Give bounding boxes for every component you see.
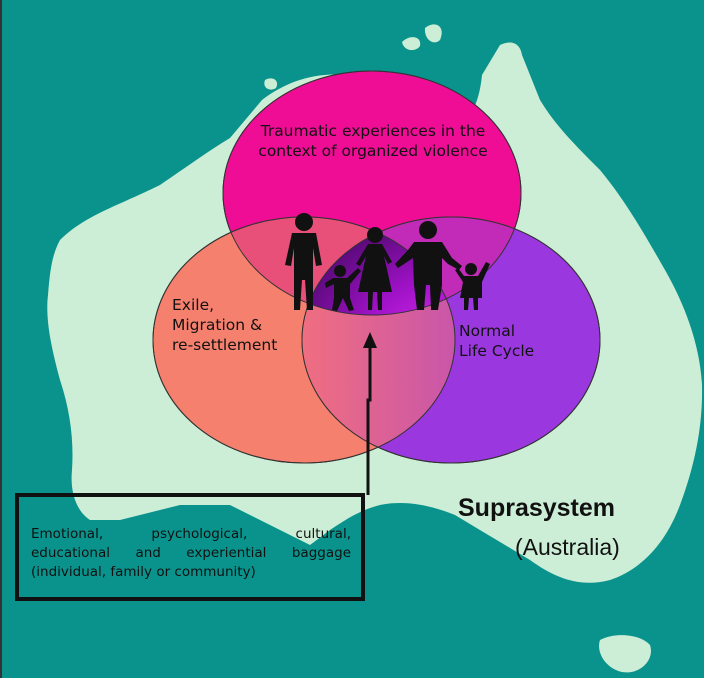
island-shape bbox=[424, 24, 442, 43]
exile-migration-label: Exile, Migration & re-settlement bbox=[172, 296, 277, 355]
family-silhouette-icon bbox=[285, 213, 490, 311]
exile-label-line: Exile, bbox=[172, 296, 215, 314]
baggage-textbox: Emotional, psychological, cultural, educ… bbox=[15, 493, 365, 601]
traumatic-experiences-label: Traumatic experiences in the context of … bbox=[258, 122, 488, 160]
life-cycle-label-line: Life Cycle bbox=[459, 341, 535, 360]
baggage-line: Emotional, psychological, cultural, bbox=[31, 526, 351, 542]
normal-life-cycle-label: Normal Life Cycle bbox=[459, 322, 534, 362]
baggage-line: educational and experiential baggage bbox=[31, 545, 351, 562]
life-cycle-label-line: Normal bbox=[459, 322, 516, 340]
tasmania-shape bbox=[599, 635, 651, 673]
baggage-line: (individual, family or community) bbox=[31, 564, 256, 581]
suprasystem-title: Suprasystem bbox=[458, 494, 616, 522]
island-shape bbox=[402, 37, 421, 51]
exile-label-line: Migration & bbox=[172, 315, 263, 334]
arrow-to-center bbox=[363, 332, 377, 495]
island-shape bbox=[264, 78, 278, 90]
suprasystem-subtitle: (Australia) bbox=[515, 534, 620, 560]
exile-label-line: re-settlement bbox=[172, 335, 278, 354]
